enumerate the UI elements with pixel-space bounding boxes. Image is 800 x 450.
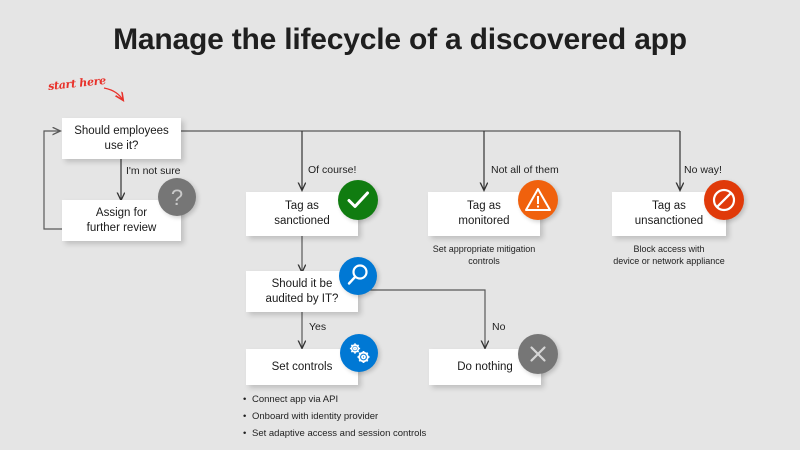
edge-label-not-all-of-them: Not all of them bbox=[491, 164, 559, 176]
close-badge bbox=[518, 334, 558, 374]
list-item: • Set adaptive access and session control… bbox=[243, 425, 523, 442]
edge-label-yes: Yes bbox=[309, 321, 327, 333]
node-label: Tag as monitored bbox=[458, 200, 510, 227]
bullet-dot-icon: • bbox=[243, 411, 247, 422]
magnifier-icon bbox=[347, 264, 368, 285]
node-should-employees-use-it[interactable]: Should employees use it? bbox=[62, 118, 181, 159]
node-set-controls[interactable]: Set controls bbox=[246, 349, 358, 385]
node-label: Should employees use it? bbox=[74, 124, 169, 152]
bullet-dot-icon: • bbox=[243, 394, 247, 405]
search-badge bbox=[339, 257, 377, 295]
list-item: • Connect app via API bbox=[243, 391, 523, 408]
question-badge: ? bbox=[158, 178, 196, 216]
caption-monitored: Set appropriate mitigation controls bbox=[432, 244, 536, 266]
close-x-icon bbox=[530, 346, 546, 362]
svg-text:?: ? bbox=[171, 185, 183, 210]
gears-badge bbox=[340, 334, 378, 372]
warning-triangle-icon bbox=[525, 188, 551, 211]
start-here-annotation: start here bbox=[47, 74, 107, 93]
page-title: Manage the lifecycle of a discovered app bbox=[113, 23, 687, 56]
list-item-label: Onboard with identity provider bbox=[252, 411, 379, 422]
node-label: Set controls bbox=[271, 360, 333, 373]
node-label: Assign for further review bbox=[86, 206, 157, 234]
edge-label-no-way: No way! bbox=[684, 164, 722, 176]
node-label: Do nothing bbox=[457, 360, 513, 373]
list-item-label: Connect app via API bbox=[252, 394, 339, 405]
edge-label-not-sure: I'm not sure bbox=[126, 165, 181, 177]
check-icon bbox=[347, 191, 369, 208]
node-label: Tag as sanctioned bbox=[274, 200, 330, 227]
edge-label-no: No bbox=[492, 321, 506, 333]
set-controls-bullet-list: • Connect app via API • Onboard with ident… bbox=[243, 391, 523, 442]
node-label: Should it be audited by IT? bbox=[265, 277, 339, 305]
list-item: • Onboard with identity provider bbox=[243, 408, 523, 425]
list-item-label: Set adaptive access and session controls bbox=[252, 428, 427, 439]
check-badge bbox=[338, 180, 378, 220]
bullet-dot-icon: • bbox=[243, 428, 247, 439]
blocked-badge bbox=[704, 180, 744, 220]
edge-label-of-course: Of course! bbox=[308, 164, 357, 176]
node-label: Tag as unsanctioned bbox=[634, 200, 704, 227]
warning-badge bbox=[518, 180, 558, 220]
gears-icon bbox=[349, 343, 370, 363]
question-icon: ? bbox=[171, 185, 183, 210]
blocked-icon bbox=[712, 188, 736, 212]
caption-unsanctioned: Block access with device or network appl… bbox=[613, 244, 725, 266]
